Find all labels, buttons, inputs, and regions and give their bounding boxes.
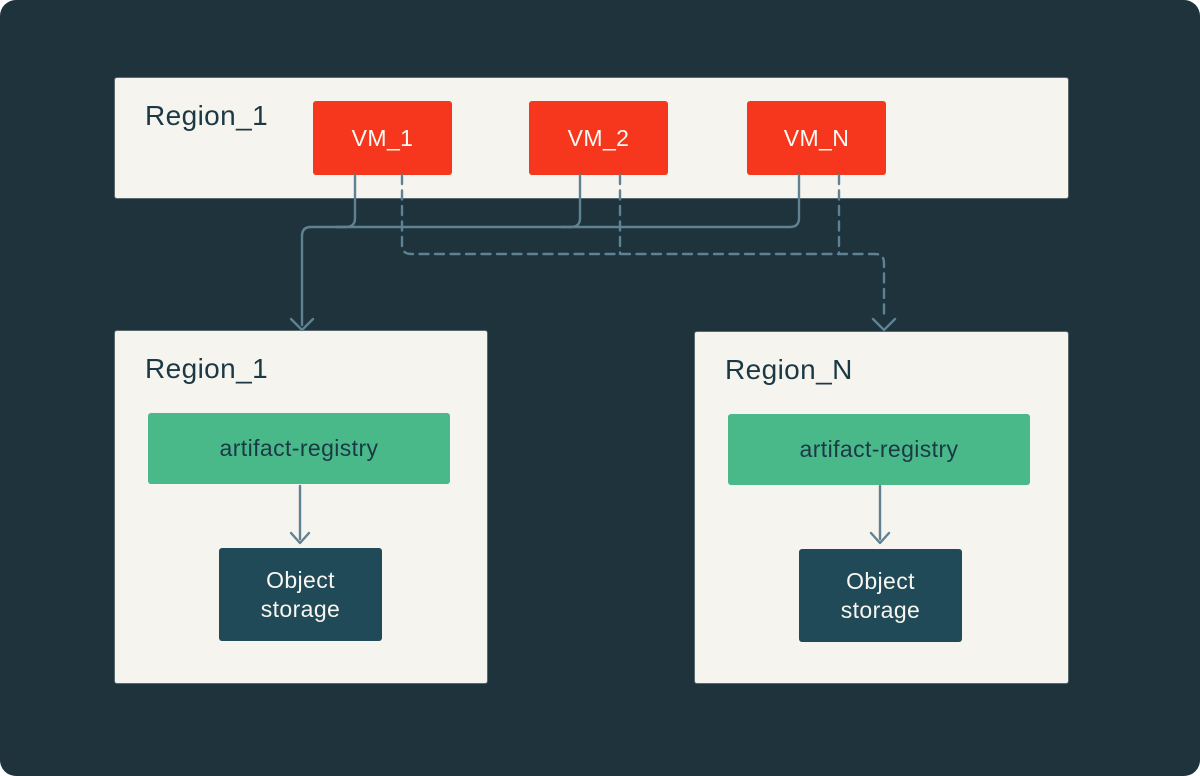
region-1-registry-label: artifact-registry (219, 435, 379, 461)
region-n-panel: Region_N artifact-registry Object storag… (695, 332, 1068, 683)
region-n-artifact-registry-node: artifact-registry (728, 414, 1030, 485)
top-region-label: Region_1 (145, 100, 269, 131)
region-n-label: Region_N (725, 354, 853, 385)
region-1-storage-label: Object storage (260, 567, 341, 622)
region-n-registry-label: artifact-registry (799, 436, 959, 462)
dashed-arrow-down-icon (871, 317, 897, 332)
region-1-label: Region_1 (145, 353, 269, 384)
region-n-storage-label: Object storage (840, 568, 921, 623)
vm-1-label: VM_1 (351, 124, 414, 151)
top-region-panel: Region_1 VM_1 VM_2 VM_N (115, 78, 1068, 198)
solid-connector-vms-to-region-1 (289, 173, 801, 332)
region-1-object-storage-node: Object storage (219, 548, 382, 641)
vm-n-node: VM_N (747, 101, 886, 175)
region-n-object-storage-node: Object storage (799, 549, 962, 642)
vm-1-node: VM_1 (313, 101, 452, 175)
region-1-artifact-registry-node: artifact-registry (148, 413, 450, 484)
dashed-connector-vms-to-region-n (400, 173, 897, 332)
vm-2-node: VM_2 (529, 101, 668, 175)
solid-arrow-down-icon (289, 317, 315, 332)
region-1-panel: Region_1 artifact-registry Object storag… (115, 331, 487, 683)
vm-n-label: VM_N (783, 124, 850, 151)
vm-2-label: VM_2 (567, 124, 630, 151)
